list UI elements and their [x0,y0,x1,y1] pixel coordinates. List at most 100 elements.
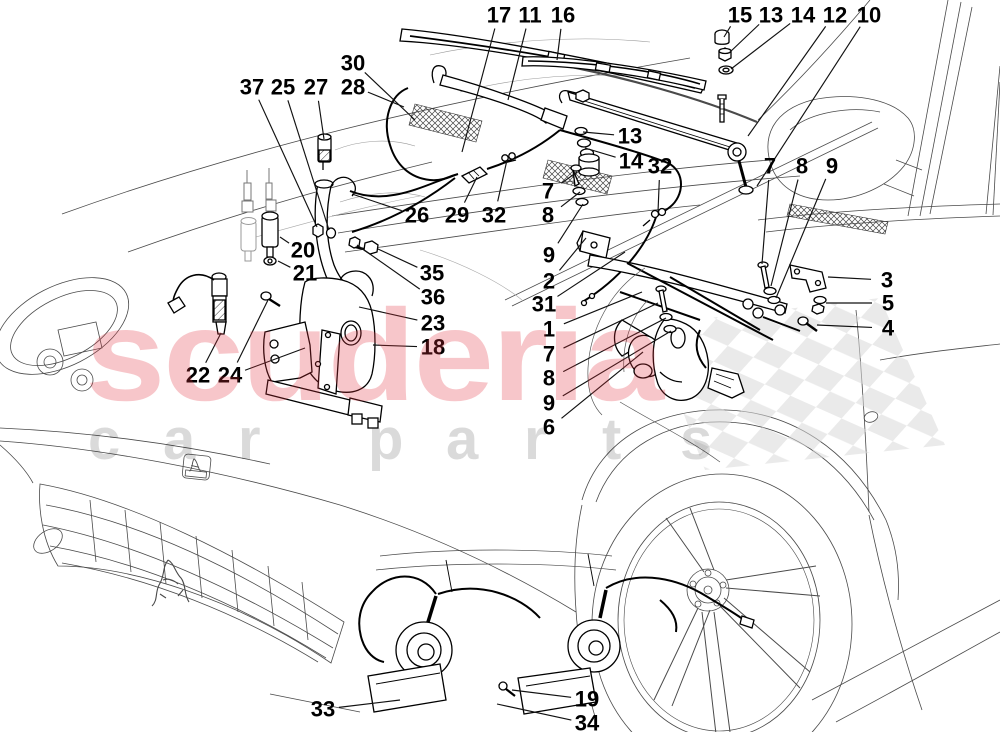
callout-number-34: 34 [575,711,600,732]
washer-pump-20 [261,211,279,266]
callout-32: 32 [482,159,508,228]
callout-number-6: 6 [543,415,555,440]
leader-line-27 [317,100,325,140]
ghost-line [334,140,416,151]
callout-4: 4 [816,316,895,341]
leader-line-7 [561,171,578,184]
ghost-line [429,38,651,56]
hose-clip-32a [499,152,517,165]
callout-20: 20 [279,236,315,263]
callout-1: 1 [543,291,643,342]
callout-13: 13 [728,3,783,54]
callout-9: 9 [543,330,672,416]
wheel-rim-inner [623,508,815,732]
callout-10: 10 [756,3,881,187]
callout-number-11: 11 [518,3,541,28]
side-mirror-inner [789,109,881,131]
leader-line-9 [775,178,827,299]
leader-line-18 [372,344,418,348]
callout-26: 26 [351,193,429,228]
callout-number-12: 12 [823,3,847,28]
callout-number-28: 28 [341,75,365,100]
callout-number-5: 5 [882,291,894,316]
horn-bolt-19 [498,681,516,697]
door-lower-line [868,514,923,711]
callout-14: 14 [584,147,644,174]
grille-slat [61,562,319,663]
callout-number-16: 16 [551,3,575,28]
bolt-stack-center [655,285,677,334]
leader-line-3 [827,276,872,280]
callout-8: 8 [542,191,581,228]
callout-number-7: 7 [542,179,554,204]
headlight-outer [0,277,130,375]
callout-28: 28 [341,75,405,108]
leader-line-6 [561,351,644,419]
horn-cables [358,575,745,663]
checkered-flag-watermark [650,298,945,470]
leader-line-16 [556,28,562,61]
callout-29: 29 [445,176,478,228]
screw-24 [260,291,281,308]
callout-2: 2 [543,237,587,294]
callout-number-20: 20 [291,238,315,263]
callout-number-23: 23 [421,311,445,336]
callout-25: 25 [271,75,330,231]
grille-bars [89,499,309,641]
callout-32: 32 [648,154,672,213]
callout-number-8: 8 [542,203,554,228]
callout-number-33: 33 [311,697,335,722]
bumper-beam-1 [379,549,613,557]
callout-number-14: 14 [791,3,816,28]
quarter-line-1 [985,65,1000,215]
callout-23: 23 [358,306,445,336]
callout-24: 24 [218,299,306,388]
callout-number-13: 13 [759,3,783,28]
hose-connector-29 [460,166,489,184]
fascia-curve [339,504,577,613]
horn-34 [517,589,621,715]
callout-21: 21 [277,260,317,286]
callout-9: 9 [543,203,584,268]
leader-line-31 [557,251,626,297]
sill-line-2 [835,631,1000,723]
mirror-arm-2 [883,183,915,197]
mirror-arm-1 [895,159,923,171]
callout-17: 17 [461,3,511,153]
callout-number-3: 3 [881,268,893,293]
callout-number-36: 36 [421,285,445,310]
callout-22: 22 [186,332,222,388]
callout-9: 9 [775,154,838,299]
leader-line-17 [461,28,496,153]
projector-2 [70,368,94,392]
washer-jet [580,299,588,307]
leader-line-2 [558,237,587,271]
leader-line-8 [770,179,799,287]
callout-number-29: 29 [445,203,469,228]
bumper-corner [0,444,34,484]
pivot-nut-13 [718,47,732,62]
callout-number-32: 32 [648,154,672,179]
callout-number-8: 8 [543,366,555,391]
watermark-letter: a [446,407,479,472]
callout-number-35: 35 [420,261,444,286]
leader-line-33 [338,699,401,708]
leader-line-15 [723,26,732,38]
callout-5: 5 [826,291,894,316]
callout-number-22: 22 [186,363,210,388]
leader-line-22 [205,332,222,363]
callout-3: 3 [827,268,893,293]
bumper-beam-2 [375,563,617,571]
callout-number-31: 31 [532,292,556,317]
callout-number-8: 8 [796,154,808,179]
callout-number-4: 4 [882,316,895,341]
callout-number-7: 7 [543,342,555,367]
leader-line-32 [497,159,508,202]
headlight-inner [10,290,118,366]
a-pillar-3 [929,6,973,215]
leader-line-4 [816,324,873,328]
callout-15: 15 [723,3,752,38]
grille-slat [42,524,334,649]
